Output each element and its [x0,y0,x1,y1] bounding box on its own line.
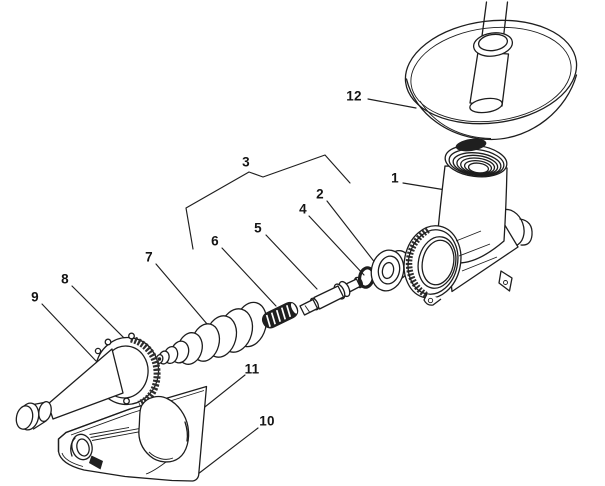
part-label-8: 8 [61,271,69,287]
part-9-stuffing-horn-drawing [15,348,124,431]
part-label-9: 9 [31,289,39,305]
part-2-washer-bushing-drawing [370,249,411,292]
part-12-food-pusher-drawing [404,1,578,152]
group-3-bracket [185,154,351,250]
part-label-3: 3 [242,154,250,170]
part-label-12: 12 [346,88,362,104]
head-front-collar [403,225,462,299]
part-label-4: 4 [299,201,307,217]
part-label-1: 1 [391,170,399,186]
part-label-11: 11 [244,361,260,377]
part-7-auger-worm-drawing [155,301,268,365]
part-1-grinder-head-drawing [403,144,533,306]
part-label-7: 7 [145,249,153,265]
part-6-spring-drawing [261,301,299,329]
head-thread-opening [444,144,508,178]
part-label-5: 5 [254,220,262,236]
part-5-drive-shaft-drawing [299,276,364,316]
part-11-support-bracket-drawing [138,395,190,475]
part-label-2: 2 [316,186,324,202]
part-label-6: 6 [211,233,219,249]
part-label-10: 10 [259,413,275,429]
